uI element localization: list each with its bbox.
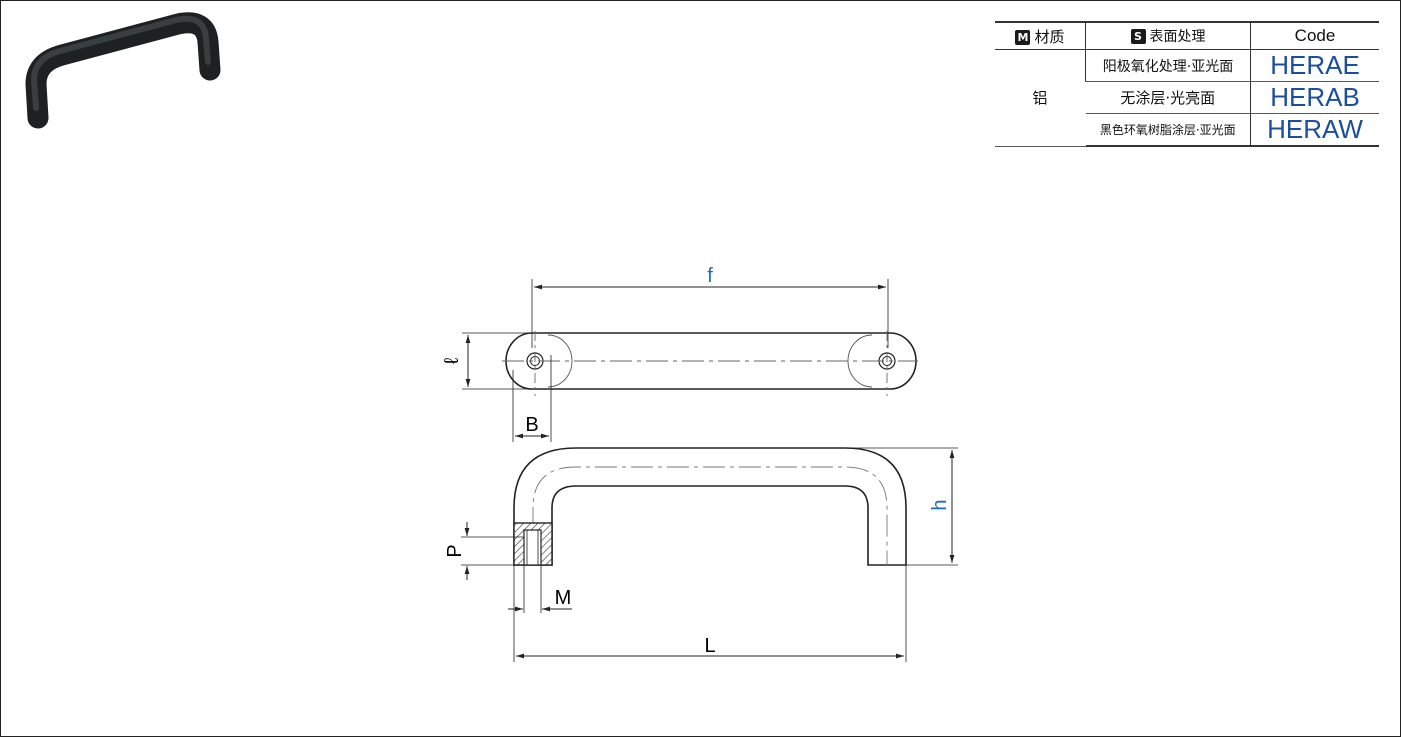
dim-label-p: P bbox=[444, 544, 466, 557]
table-row: 铝 阳极氧化处理·亚光面 HERAE bbox=[995, 49, 1379, 147]
code-cell: HERAB bbox=[1250, 81, 1379, 114]
dim-label-h: h bbox=[929, 499, 951, 510]
dim-label-l: ℓ bbox=[441, 357, 463, 364]
surface-cell: 阳极氧化处理·亚光面 bbox=[1085, 49, 1251, 82]
surface-badge-icon: S bbox=[1130, 29, 1146, 44]
dim-label-f: f bbox=[707, 265, 713, 287]
code-cell: HERAW bbox=[1250, 113, 1379, 147]
front-view bbox=[461, 447, 958, 662]
dim-label-m: M bbox=[555, 587, 572, 609]
table-row: 黑色环氧树脂涂层·亚光面 HERAW bbox=[995, 113, 1379, 147]
header-surface-label: 表面处理 bbox=[1149, 29, 1206, 45]
material-badge-icon: M bbox=[1015, 29, 1031, 45]
header-material-label: 材质 bbox=[1034, 27, 1065, 46]
code-cell: HERAE bbox=[1250, 49, 1379, 82]
material-cell: 铝 bbox=[995, 49, 1086, 147]
surface-cell: 黑色环氧树脂涂层·亚光面 bbox=[1085, 113, 1251, 147]
dim-label-L: L bbox=[704, 635, 715, 657]
dim-label-b: B bbox=[525, 414, 538, 436]
table-row: 无涂层·光亮面 HERAB bbox=[995, 81, 1379, 114]
top-view bbox=[462, 279, 918, 442]
surface-cell: 无涂层·光亮面 bbox=[1085, 81, 1251, 114]
product-photo bbox=[25, 12, 221, 129]
header-code: Code bbox=[1250, 21, 1379, 50]
